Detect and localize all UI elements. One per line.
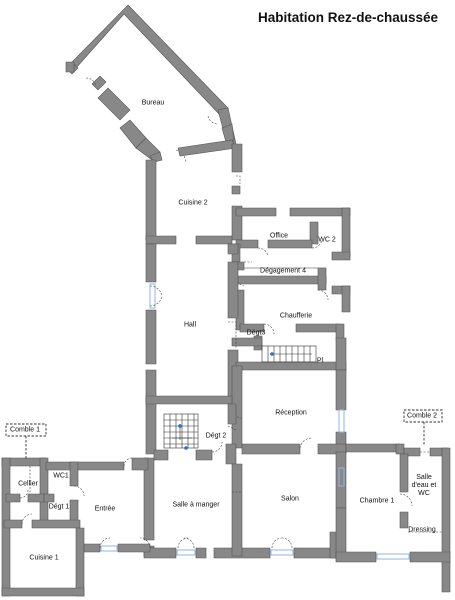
room-label-bureau: Bureau — [141, 99, 165, 107]
room-label-comble1: Comble 1 — [10, 426, 40, 434]
hall-walls — [145, 243, 239, 399]
comble2-outline — [403, 409, 443, 423]
room-label-cuisine1: Cuisine 1 — [29, 554, 59, 562]
room-label-office: Office — [269, 232, 289, 240]
salle-salon-walls — [143, 451, 347, 559]
west-wing-walls — [1, 457, 151, 597]
room-label-wc1: WC1 — [53, 472, 69, 480]
room-label-cellier: Cellier — [18, 480, 38, 488]
chambre1-walls — [335, 443, 451, 593]
east-rooms-walls — [231, 207, 351, 351]
room-label-degagement4: Dégagement 4 — [260, 267, 306, 275]
room-label-reception: Réception — [275, 409, 307, 417]
room-label-cuisine2: Cuisine 2 — [178, 199, 208, 207]
degt2-walls — [145, 395, 237, 465]
room-label-comble2: Comble 2 — [407, 412, 437, 420]
room-label-degt1: Dégt 1 — [48, 503, 70, 511]
room-label-salle-a-manger: Salle à manger — [172, 501, 220, 509]
room-label-hall: Hall — [183, 321, 197, 329]
cuisine2-walls — [145, 139, 243, 245]
room-label-chaufferie: Chaufferie — [279, 312, 313, 320]
room-label-pl: Pl — [316, 357, 324, 365]
room-label-wc2: WC 2 — [318, 236, 336, 244]
room-label-salle-eau: Salle d'eau et WC — [411, 474, 437, 497]
pl-stair — [235, 337, 347, 371]
plan-title: Habitation Rez-de-chaussée — [258, 10, 439, 25]
room-label-degt3: Dégt3 — [246, 329, 266, 337]
bureau-walls — [65, 4, 237, 163]
room-label-chambre1: Chambre 1 — [359, 497, 395, 505]
room-label-degt2: Dégt 2 — [205, 432, 227, 440]
reception-walls — [231, 365, 347, 455]
room-label-dressing: Dressing — [408, 526, 436, 534]
room-label-salon: Salon — [281, 495, 299, 503]
room-label-entree: Entrée — [94, 505, 116, 513]
